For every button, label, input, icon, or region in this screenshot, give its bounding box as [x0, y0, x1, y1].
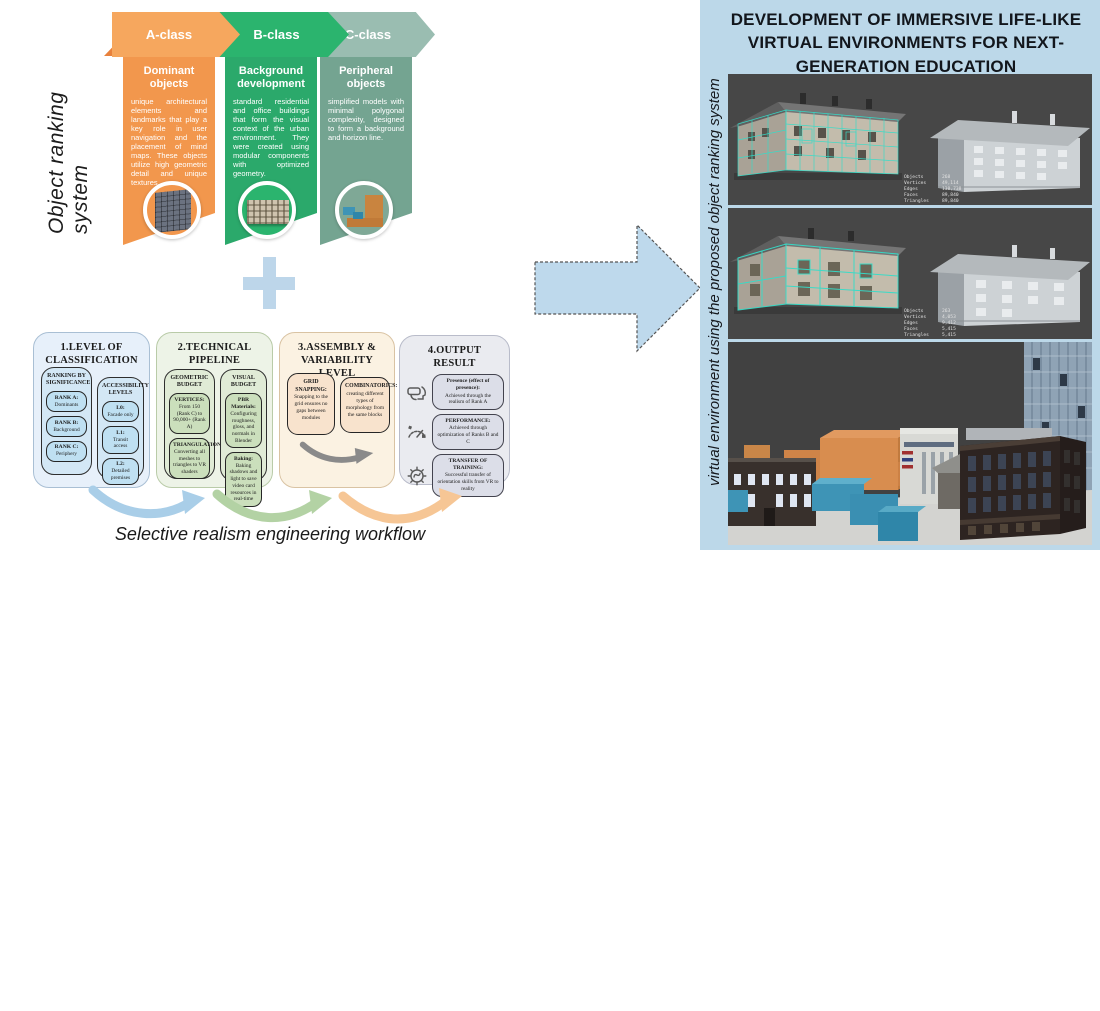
svg-text:5,415: 5,415 — [942, 332, 956, 338]
lowpoly-stats: Objects 263 Vertices 4,053 Edges 9,412 Face… — [904, 308, 956, 338]
rank-b-pill: RANK B:Background — [46, 416, 87, 437]
speedometer-icon — [406, 421, 428, 443]
facade-panel-art — [147, 185, 197, 235]
svg-text:Triangles: Triangles — [904, 198, 929, 204]
workflow-caption: Selective realism engineering workflow — [114, 524, 426, 544]
presence-box: Presence (effect of presence):Achieved t… — [432, 374, 504, 411]
svg-text:5,415: 5,415 — [942, 326, 956, 332]
l1-pill: L1:Transit access — [102, 426, 139, 454]
l2-pill: L2:Detailed premises — [102, 457, 139, 486]
rank-a-pill: RANK A:Dominants — [46, 391, 87, 413]
results-panel: DEVELOPMENT OF IMMERSIVE LIFE-LIKE VIRTU… — [700, 0, 1100, 550]
b-class-title: Background development — [237, 65, 305, 91]
b-class-example-image — [238, 181, 296, 239]
a-class-description: unique architectural elements and landma… — [131, 97, 207, 188]
highpoly-render-art: Objects 268 Vertices 49,114 Edges 138,738 F… — [728, 74, 1092, 205]
svg-text:9,412: 9,412 — [942, 320, 956, 326]
vr-headset-icon — [406, 381, 428, 403]
a-class-ribbon: A-class — [112, 12, 240, 57]
triangulation-pill: TRIANGULATION:Converting all meshes to t… — [169, 438, 223, 480]
svg-text:Faces: Faces — [904, 192, 918, 198]
svg-text:Triangles: Triangles — [904, 332, 929, 338]
orange-swoosh-arrow-icon — [338, 491, 452, 524]
big-right-arrow-icon — [534, 223, 701, 353]
card-assembly-variability: 3.ASSEMBLY & VARIABILITY LEVEL GRID SNAP… — [279, 332, 397, 488]
b-class-tag: B-class — [253, 27, 300, 42]
ranking-by-significance-group: RANKING BY SIGNIFICANCE RANK A:Dominants… — [41, 367, 92, 475]
visual-budget-group: VISUAL BUDGET PBR Materials:Configuring … — [220, 369, 267, 507]
card2-title: 2.TECHNICAL PIPELINE — [177, 342, 252, 367]
assembly-swoosh-arrow-icon — [299, 441, 374, 464]
c-class-description: simplified models with minimal polygonal… — [328, 97, 404, 143]
b-class-ribbon: B-class — [218, 12, 349, 57]
svg-text:Edges: Edges — [904, 186, 918, 192]
combinatorics-pill: COMBINATORICS:creating different types o… — [340, 377, 397, 433]
svg-text:Objects: Objects — [904, 174, 924, 180]
apartment-building-art — [242, 185, 292, 235]
presence-row: Presence (effect of presence):Achieved t… — [406, 374, 504, 411]
lowpoly-comparison-render: Objects 263 Vertices 4,053 Edges 9,412 Face… — [728, 208, 1092, 339]
card1-title: 1.LEVEL OF CLASSIFICATION — [45, 342, 138, 367]
performance-box: PERFORMANCE:Achieved through optimizatio… — [432, 414, 504, 451]
highpoly-stats: Objects 268 Vertices 49,114 Edges 138,738 F… — [904, 174, 962, 204]
svg-text:Vertices: Vertices — [904, 180, 926, 186]
card-output-result: 4.OUTPUT RESULT Presence (effect of pres… — [399, 335, 510, 497]
vertices-pill: VERTICES:From 150 (Rank C) to 90,000+ (R… — [169, 393, 210, 435]
workflow-flow-arrows — [88, 485, 462, 524]
svg-text:89,840: 89,840 — [942, 192, 959, 198]
geometric-budget-group: GEOMETRIC BUDGET VERTICES:From 150 (Rank… — [164, 369, 223, 480]
svg-text:49,114: 49,114 — [942, 180, 959, 186]
svg-text:263: 263 — [942, 308, 951, 314]
baking-pill: Baking:Baking shadows and light to save … — [225, 452, 262, 507]
lowpoly-render-art: Objects 263 Vertices 4,053 Edges 9,412 Face… — [728, 208, 1092, 339]
a-class-title: Dominant objects — [143, 65, 195, 91]
block-models-art — [339, 185, 389, 235]
city-scene-art — [728, 342, 1092, 545]
blue-swoosh-arrow-icon — [88, 485, 195, 519]
city-scene-render — [728, 342, 1092, 545]
svg-text:89,840: 89,840 — [942, 198, 959, 204]
card-level-of-classification: 1.LEVEL OF CLASSIFICATION RANKING BY SIG… — [33, 332, 150, 488]
svg-text:Faces: Faces — [904, 326, 918, 332]
svg-text:Vertices: Vertices — [904, 314, 926, 320]
card4-title: 4.OUTPUT RESULT — [427, 345, 482, 370]
svg-text:4,053: 4,053 — [942, 314, 956, 320]
a-class-tag: A-class — [145, 27, 193, 42]
grid-snapping-pill: GRID SNAPPING:Snapping to the grid ensur… — [287, 373, 335, 435]
pbr-materials-pill: PBR Materials:Configuring roughness, glo… — [225, 393, 262, 449]
card-technical-pipeline: 2.TECHNICAL PIPELINE GEOMETRIC BUDGET VE… — [156, 332, 273, 507]
l0-pill: L0:Facade only — [102, 401, 139, 423]
accessibility-levels-group: ACCESSIBILITY LEVELS L0:Facade only L1:T… — [97, 377, 149, 486]
rank-c-pill: RANK C:Periphery — [46, 440, 87, 462]
brain-gear-icon — [406, 465, 428, 487]
green-swoosh-arrow-icon — [212, 489, 322, 523]
a-class-column: Dominant objects unique architectural el… — [123, 57, 215, 245]
c-class-example-image — [335, 181, 393, 239]
card3-title: 3.ASSEMBLY & VARIABILITY LEVEL — [297, 342, 377, 380]
performance-row: PERFORMANCE:Achieved through optimizatio… — [406, 414, 504, 451]
c-class-title: Peripheral objects — [339, 65, 393, 91]
svg-text:Objects: Objects — [904, 308, 924, 314]
highpoly-comparison-render: Objects 268 Vertices 49,114 Edges 138,738 F… — [728, 74, 1092, 205]
plus-icon — [243, 257, 295, 309]
c-class-tag: C-class — [344, 27, 392, 42]
svg-text:138,738: 138,738 — [942, 186, 962, 192]
virtual-environment-label: virtual environment using the proposed o… — [706, 78, 723, 486]
b-class-description: standard residential and office building… — [233, 97, 309, 179]
a-class-example-image — [143, 181, 201, 239]
svg-text:268: 268 — [942, 174, 951, 180]
object-ranking-system-label: Object ranking system — [45, 91, 92, 234]
svg-text:Edges: Edges — [904, 320, 918, 326]
panel-title: DEVELOPMENT OF IMMERSIVE LIFE-LIKE VIRTU… — [730, 10, 1082, 76]
